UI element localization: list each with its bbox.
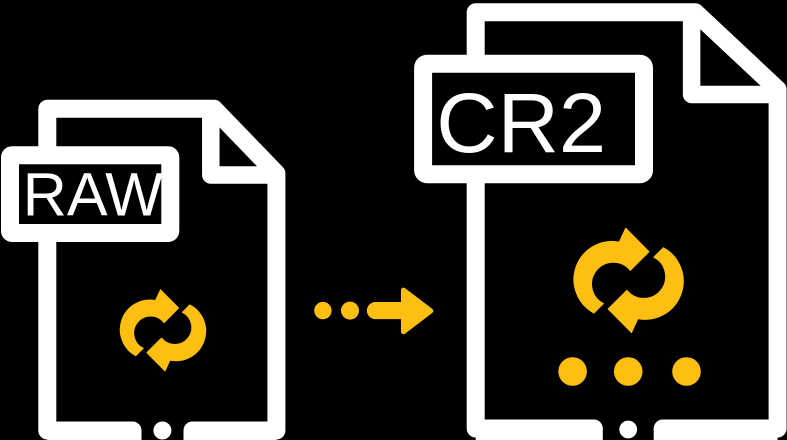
svg-text:RAW: RAW	[23, 161, 163, 229]
svg-text:CR2: CR2	[436, 75, 606, 170]
